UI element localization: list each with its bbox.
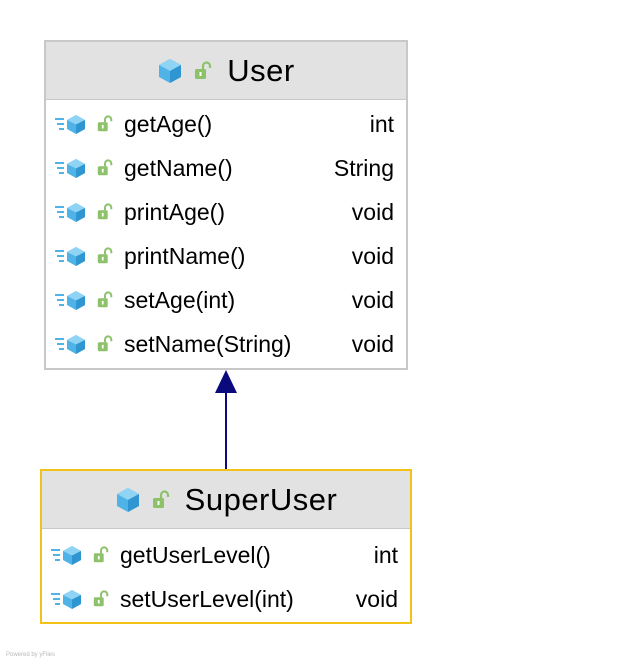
return-type: String [333, 154, 394, 181]
method-icon [50, 589, 86, 609]
return-type: int [373, 541, 398, 568]
method-icon [54, 158, 90, 178]
method-row[interactable]: setAge(int) void [46, 278, 406, 322]
method-icon [54, 114, 90, 134]
method-icon [50, 545, 86, 565]
return-type: void [355, 585, 398, 612]
method-row[interactable]: getAge() int [46, 102, 406, 146]
public-lock-icon [92, 546, 110, 564]
class-cube-icon [115, 487, 141, 513]
method-name: printName() [124, 242, 246, 269]
public-lock-icon [96, 335, 114, 353]
public-lock-icon [96, 115, 114, 133]
return-type: void [351, 198, 394, 225]
return-type: int [369, 110, 394, 137]
public-lock-icon [151, 489, 171, 510]
return-type: void [351, 330, 394, 357]
method-name: setAge(int) [124, 286, 236, 313]
method-row[interactable]: printAge() void [46, 190, 406, 234]
method-name: setName(String) [124, 330, 292, 357]
method-name: setUserLevel(int) [120, 585, 294, 612]
inheritance-arrowhead [215, 370, 237, 393]
member-list: getUserLevel() int [42, 533, 410, 621]
public-lock-icon [92, 590, 110, 608]
class-box-superuser[interactable]: SuperUser [40, 469, 412, 624]
method-row[interactable]: getUserLevel() int [42, 533, 410, 577]
method-icon [54, 246, 90, 266]
class-cube-icon [157, 58, 183, 84]
public-lock-icon [96, 291, 114, 309]
class-name: User [227, 52, 295, 88]
member-list: getAge() int [46, 102, 406, 366]
method-name: printAge() [124, 198, 225, 225]
public-lock-icon [96, 247, 114, 265]
footer-credit: Powered by yFiles [6, 652, 56, 658]
class-header: SuperUser [42, 471, 410, 529]
public-lock-icon [96, 203, 114, 221]
method-icon [54, 290, 90, 310]
class-name: SuperUser [184, 481, 338, 517]
method-icon [54, 334, 90, 354]
class-box-user[interactable]: User [44, 40, 408, 370]
class-header: User [46, 42, 406, 100]
method-icon [54, 202, 90, 222]
return-type: void [351, 242, 394, 269]
method-row[interactable]: setUserLevel(int) void [42, 577, 410, 621]
method-row[interactable]: getName() String [46, 146, 406, 190]
public-lock-icon [193, 60, 213, 81]
method-name: getName() [124, 154, 233, 181]
method-row[interactable]: setName(String) void [46, 322, 406, 366]
return-type: void [351, 286, 394, 313]
method-name: getUserLevel() [120, 541, 271, 568]
public-lock-icon [96, 159, 114, 177]
method-name: getAge() [124, 110, 213, 137]
method-row[interactable]: printName() void [46, 234, 406, 278]
